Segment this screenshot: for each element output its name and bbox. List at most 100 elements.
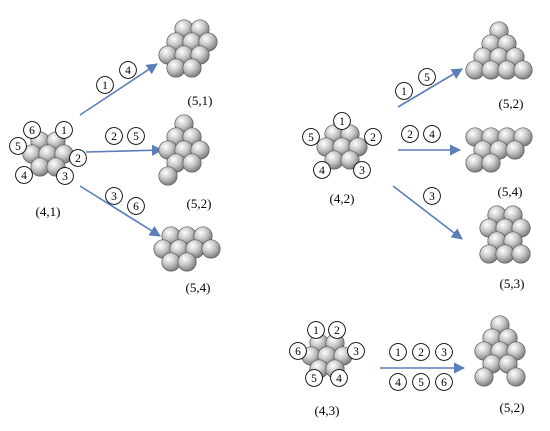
arrow-label-number-circle bbox=[418, 68, 436, 86]
sphere bbox=[166, 58, 186, 78]
arrow-label-number-circle bbox=[127, 127, 145, 145]
arrow-label-number-circle bbox=[435, 373, 453, 391]
site-label-number: 2 bbox=[334, 325, 340, 337]
arrow-label-number-circle bbox=[127, 197, 145, 215]
cluster-g52a: (5,2) bbox=[158, 114, 212, 211]
arrow-label-number-circle bbox=[389, 373, 407, 391]
sphere bbox=[505, 140, 525, 160]
sphere bbox=[481, 153, 501, 173]
cluster-caption: (4,3) bbox=[315, 403, 340, 418]
arrow-label-number-circle bbox=[401, 125, 419, 143]
cluster-caption: (5,4) bbox=[186, 280, 211, 295]
arrow-label-number: 4 bbox=[395, 377, 401, 389]
arrow-label-number: 1 bbox=[102, 80, 108, 92]
site-label-number: 2 bbox=[75, 153, 81, 165]
cluster-g54b: (5,4) bbox=[465, 127, 533, 199]
transition-arrow-group: 3 bbox=[392, 185, 463, 240]
sphere bbox=[465, 60, 485, 80]
arrow-label-number-circle bbox=[105, 127, 123, 145]
arrow-label-number-circle bbox=[389, 343, 407, 361]
sphere bbox=[161, 252, 181, 272]
site-label-number: 5 bbox=[308, 132, 314, 144]
sphere bbox=[177, 252, 197, 272]
cluster-g43: 1 2 6 3 5 4 (4,3) bbox=[289, 321, 365, 418]
arrow-label-number: 5 bbox=[424, 72, 430, 84]
arrow-label-number: 6 bbox=[133, 201, 139, 213]
site-label-number-circle bbox=[9, 137, 27, 155]
cluster-g54a: (5,4) bbox=[153, 226, 221, 295]
cluster-caption: (5,2) bbox=[500, 400, 525, 415]
arrow-label-number-circle bbox=[412, 373, 430, 391]
transition-arrow bbox=[85, 144, 164, 156]
site-label-number: 3 bbox=[353, 346, 359, 358]
site-label-number-circle bbox=[330, 369, 348, 387]
arrow-label-number-circle bbox=[119, 61, 137, 79]
cluster-caption: (5,2) bbox=[187, 196, 212, 211]
site-label-number: 3 bbox=[359, 165, 365, 177]
transition-arrow bbox=[397, 68, 463, 108]
site-label-number: 6 bbox=[295, 346, 301, 358]
arrow-label-number: 5 bbox=[133, 131, 139, 143]
cluster-caption: (5,4) bbox=[498, 184, 523, 199]
site-label-number: 4 bbox=[336, 373, 342, 385]
arrow-label-number-circle bbox=[412, 343, 430, 361]
arrow-label-number: 5 bbox=[418, 377, 424, 389]
arrow-label-number: 1 bbox=[395, 347, 401, 359]
cluster-caption: (5,3) bbox=[500, 276, 525, 291]
site-label-number-circle bbox=[305, 369, 323, 387]
arrow-label-number: 1 bbox=[401, 86, 407, 98]
sphere bbox=[481, 60, 501, 80]
sphere bbox=[465, 153, 485, 173]
site-label-number-circle bbox=[289, 342, 307, 360]
site-label-number-circle bbox=[347, 342, 365, 360]
arrow-label-number-circle bbox=[435, 343, 453, 361]
site-label-number: 4 bbox=[21, 170, 27, 182]
site-label-number-circle bbox=[69, 149, 87, 167]
site-label-number: 1 bbox=[61, 125, 67, 137]
site-label-number-circle bbox=[328, 321, 346, 339]
arrow-label-number: 2 bbox=[111, 131, 117, 143]
cluster-g52b: (5,2) bbox=[465, 21, 533, 111]
sphere bbox=[479, 244, 499, 264]
arrow-label-number-circle bbox=[423, 187, 441, 205]
site-label-number-circle bbox=[302, 128, 320, 146]
site-label-number-circle bbox=[353, 161, 371, 179]
transition-arrow bbox=[79, 185, 161, 237]
arrow-label-number: 3 bbox=[429, 191, 435, 203]
arrow-label-number: 3 bbox=[441, 347, 447, 359]
transition-arrow-group: 36 bbox=[79, 185, 161, 237]
cluster-g53: (5,3) bbox=[479, 205, 531, 291]
arrow-label-number-circle bbox=[96, 76, 114, 94]
transition-arrow bbox=[392, 185, 463, 240]
arrow-label-number-circle bbox=[105, 187, 123, 205]
sphere bbox=[495, 244, 515, 264]
site-label-number: 1 bbox=[313, 325, 319, 337]
cluster-caption: (4,1) bbox=[36, 204, 61, 219]
arrow-label-number: 2 bbox=[407, 129, 413, 141]
site-label-number: 5 bbox=[311, 373, 317, 385]
site-label-number-circle bbox=[333, 112, 351, 130]
cluster-g52c: (5,2) bbox=[474, 315, 526, 415]
cluster-caption: (4,2) bbox=[330, 191, 355, 206]
cluster-caption: (5,1) bbox=[188, 93, 213, 108]
sphere bbox=[201, 239, 221, 259]
sphere bbox=[474, 367, 494, 387]
site-label-number-circle bbox=[23, 121, 41, 139]
sphere bbox=[340, 150, 360, 170]
arrow-label-number: 4 bbox=[125, 65, 131, 77]
transition-arrow bbox=[79, 63, 158, 116]
arrow-label-number: 6 bbox=[441, 377, 447, 389]
arrow-label-number-circle bbox=[423, 125, 441, 143]
site-label-number: 2 bbox=[370, 132, 376, 144]
site-label-number-circle bbox=[307, 321, 325, 339]
site-label-number-circle bbox=[364, 128, 382, 146]
site-label-number-circle bbox=[55, 121, 73, 139]
cluster-caption: (5,2) bbox=[499, 96, 524, 111]
site-label-number: 3 bbox=[62, 171, 68, 183]
